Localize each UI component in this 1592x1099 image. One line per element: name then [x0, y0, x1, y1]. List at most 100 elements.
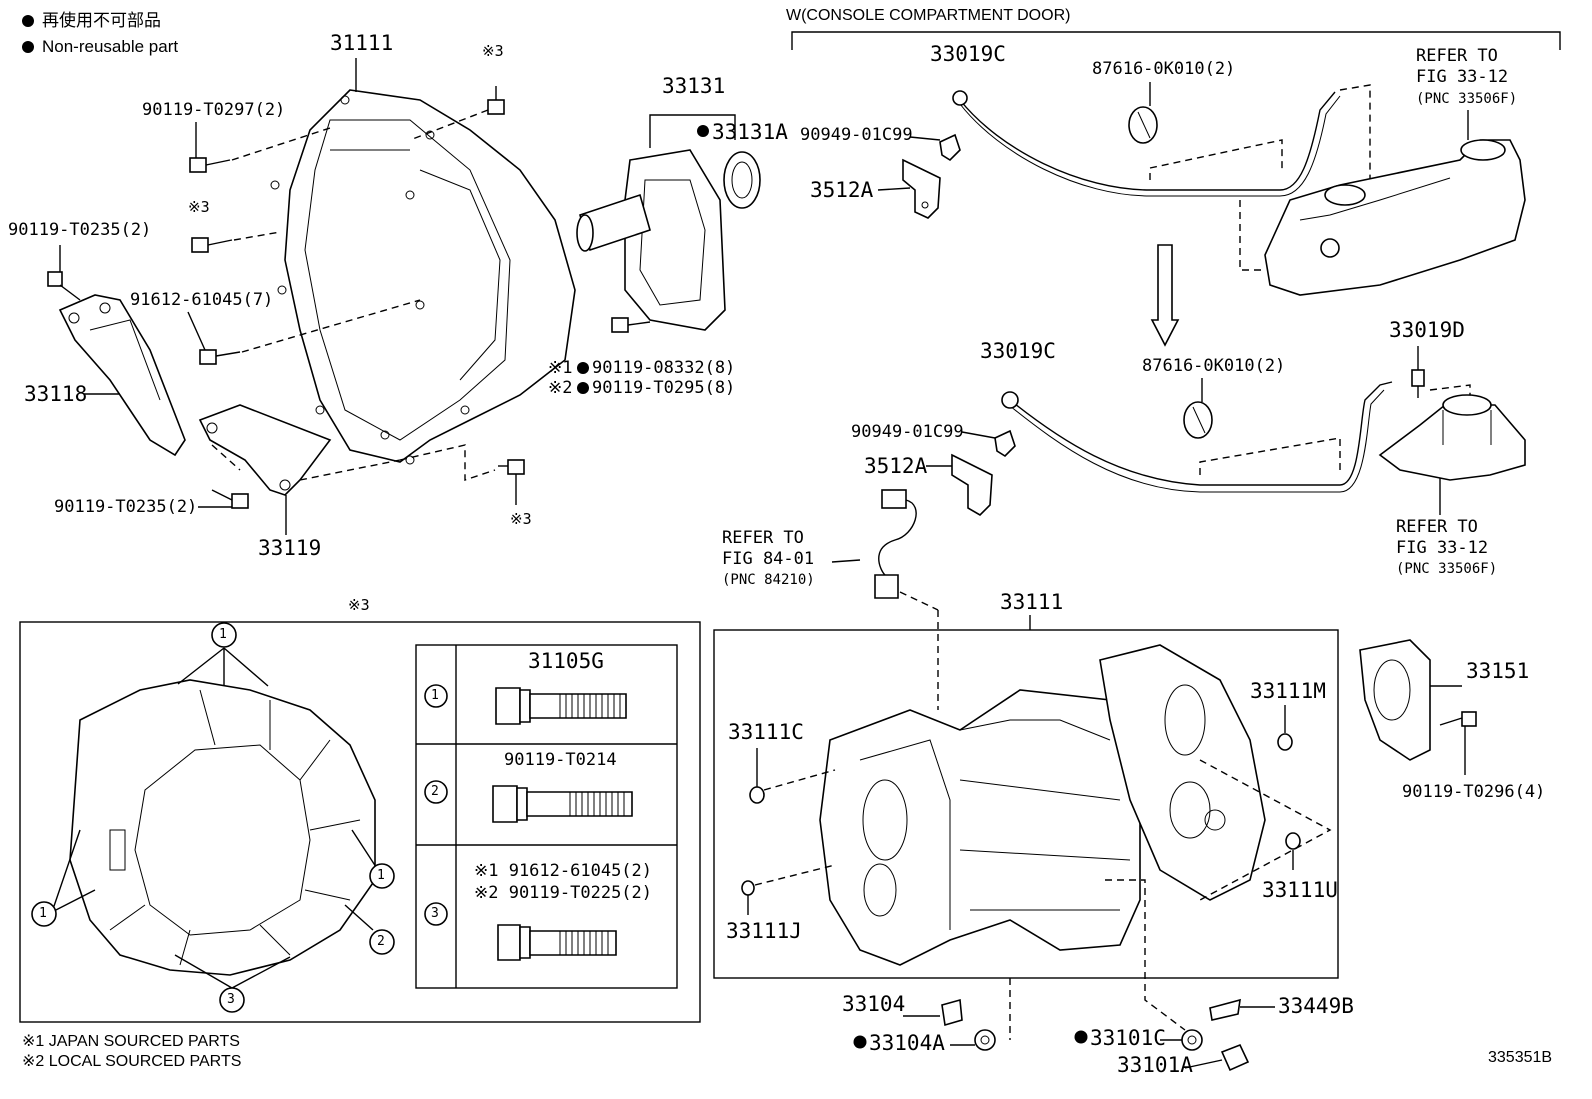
bracket-3512a-bottom [951, 453, 993, 517]
part-label-33111-case: 33111 [1000, 590, 1064, 614]
callout-circle-icon [369, 863, 395, 889]
plug-33104 [941, 998, 963, 1027]
legend-dot-icon [22, 41, 34, 53]
part-label-3512a-top: 3512A [810, 178, 874, 202]
table-row-2-part: 90119-T0214 [504, 750, 617, 770]
part-label-33111c: 33111C [728, 720, 804, 744]
ref-x2-label: ※2 [548, 378, 573, 398]
console-bracket-line [791, 31, 1561, 50]
non-reusable-dot-icon [1074, 1030, 1088, 1044]
part-label-33104: 33104 [842, 992, 906, 1016]
retainer-33131 [576, 149, 726, 331]
figure-id: 335351B [1488, 1049, 1553, 1066]
part-label-87616-top: 87616-0K010(2) [1092, 59, 1236, 79]
clip-87616-bottom [1183, 401, 1213, 439]
leader-90949-bottom [961, 431, 996, 439]
down-arrow-icon [1150, 244, 1180, 347]
leader-refer-84 [831, 559, 861, 563]
non-reusable-dot-icon [697, 125, 709, 137]
part-label-90949-bottom: 90949-01C99 [851, 422, 964, 442]
bracket-3512a-top [902, 158, 941, 219]
part-label-33019d: 33019D [1389, 318, 1465, 342]
pnc-label-top: (PNC 33506F) [1416, 91, 1518, 107]
bell-housing-31111 [270, 89, 576, 465]
bolt-ref3-c [498, 459, 525, 475]
bolt-31105g-icon [495, 687, 627, 725]
bolt-ref3-a [191, 237, 233, 253]
breather-hose-bottom [1001, 381, 1471, 493]
part-label-31111: 31111 [330, 31, 394, 55]
part-label-90949-top: 90949-01C99 [800, 125, 913, 145]
dash-line [399, 444, 496, 481]
bracket-33118 [58, 294, 186, 457]
case-frame [713, 629, 1339, 979]
clamp-90949-top [939, 133, 961, 162]
inset-title: ※3 [348, 596, 370, 614]
table-row-3-line2: ※2 90119-T0225(2) [474, 883, 653, 903]
bolt-90119-08332 [611, 317, 651, 333]
callout-circle-icon [369, 929, 395, 955]
dash-line [1199, 759, 1332, 901]
bolt-ref3-b [487, 86, 505, 115]
ref3-label-b: ※3 [482, 42, 504, 60]
dash-line [241, 299, 421, 353]
gasket-33101c [1181, 1029, 1203, 1051]
callout-circle-icon [31, 901, 57, 927]
inset-housing-outline [69, 679, 376, 976]
dash-line [231, 127, 331, 161]
footnote-local: ※2 LOCAL SOURCED PARTS [22, 1053, 242, 1070]
leader-inset-3 [174, 954, 291, 989]
leader-90949-top [909, 136, 941, 141]
pnc-label-84: (PNC 84210) [722, 572, 815, 588]
dash-line [1105, 879, 1186, 1031]
dash-line [409, 109, 489, 141]
leader-91612 [187, 311, 206, 351]
part-label-33119: 33119 [258, 536, 322, 560]
connector-33019d [1411, 369, 1425, 398]
dash-line [211, 444, 241, 471]
adapter-plate-33111 [1099, 644, 1266, 901]
footnote-japan: ※1 JAPAN SOURCED PARTS [22, 1033, 240, 1050]
part-label-33111m: 33111M [1250, 679, 1326, 703]
dash-line [299, 459, 401, 481]
pin-33111j [741, 880, 755, 896]
table-row-2-num: 2 [431, 784, 439, 799]
fig-label-top: FIG 33-12 [1416, 67, 1509, 87]
inset-bolt-table [415, 644, 678, 989]
table-row-3-num: 3 [431, 906, 439, 921]
part-label-90119-t0235-a: 90119-T0235(2) [8, 220, 152, 240]
bolt-90119-t0235-a [47, 271, 81, 301]
part-label-33118: 33118 [24, 382, 88, 406]
refer-label-84: REFER TO [722, 528, 804, 548]
ref3-label-a: ※3 [188, 198, 210, 216]
part-label-3512a-bottom: 3512A [864, 454, 928, 478]
inset-callout-2: 2 [377, 934, 385, 949]
legend-jp-label: 再使用不可部品 [42, 11, 161, 30]
pnc-label-bottom: (PNC 33506F) [1396, 561, 1498, 577]
dash-line [899, 591, 939, 611]
part-label-33101c: 33101C [1090, 1026, 1166, 1050]
inset-callout-1-right: 1 [377, 868, 385, 883]
part-label-33019c-top: 33019C [930, 42, 1006, 66]
part-label-90119-t0297: 90119-T0297(2) [142, 100, 286, 120]
clip-87616-top [1128, 106, 1158, 144]
bolt-91612-61045-icon [497, 924, 617, 961]
leader-33131 [649, 114, 736, 148]
oil-seal-33131a [723, 151, 761, 209]
part-label-90119-t0295: 90119-T0295(8) [592, 378, 736, 398]
table-row-1-part: 31105G [528, 649, 604, 673]
part-label-90119-t0296: 90119-T0296(4) [1402, 782, 1546, 802]
ref-x1-label: ※1 [548, 358, 573, 378]
clip-33449b [1209, 998, 1241, 1021]
part-label-33131: 33131 [662, 74, 726, 98]
clamp-90949-bottom [994, 429, 1016, 458]
bolt-90119-t0296 [1439, 711, 1477, 727]
speed-sensor [874, 489, 917, 599]
plug-33101a [1220, 1043, 1250, 1072]
table-row-1-num: 1 [431, 688, 439, 703]
dash-line [233, 231, 281, 241]
breather-plug-bottom [1378, 394, 1526, 481]
inset-callout-3: 3 [227, 992, 235, 1007]
leader-inset-1 [177, 647, 269, 687]
